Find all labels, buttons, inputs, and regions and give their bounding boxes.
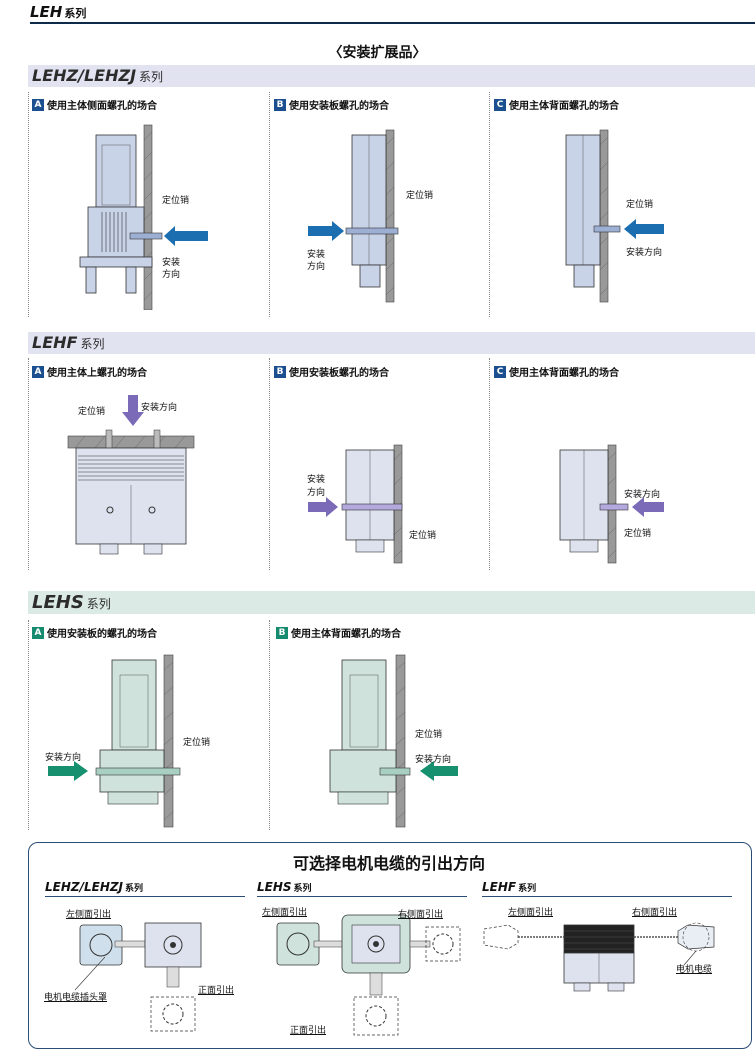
cable-lehf-drawing [483, 922, 715, 992]
cable-lehf-right: 右侧面引出 [632, 908, 678, 918]
cable-lehz-front: 正面引出 [198, 986, 235, 996]
lehs-b-drawing [329, 654, 458, 828]
lehz-c-dir: 安装方向 [626, 248, 663, 258]
cable-lehs-left: 左侧面引出 [262, 908, 308, 918]
lehs-a-drawing [48, 654, 181, 828]
rule [45, 896, 245, 897]
lehz-c-drawing [565, 129, 664, 303]
lehf-b-dir2: 方向 [307, 488, 326, 498]
divider [28, 92, 29, 317]
cable-title: 可选择电机电缆的引出方向 [292, 854, 485, 873]
lehs-a-pin: 定位销 [183, 738, 211, 748]
cable-lehz-left: 左侧面引出 [66, 910, 112, 920]
lehf-b-pin: 定位销 [409, 531, 437, 541]
lehz-a-dir1: 安装 [162, 258, 181, 268]
lehz-b-drawing [308, 129, 399, 303]
cable-lehs-front: 正面引出 [290, 1026, 327, 1036]
lehf-a-pin: 定位销 [78, 407, 106, 417]
cable-lehz-cover: 电机电缆插头罩 [44, 993, 108, 1003]
lehz-a-pin: 定位销 [162, 196, 190, 206]
lehz-b-dir1: 安装 [307, 250, 326, 260]
lehf-b-drawing [308, 444, 403, 564]
divider [28, 620, 29, 830]
lehf-a-drawing [67, 395, 195, 555]
divider [269, 92, 270, 317]
divider [269, 620, 270, 830]
divider [489, 92, 490, 317]
cable-lehf-left: 左侧面引出 [508, 908, 554, 918]
lehf-b-dir1: 安装 [307, 475, 326, 485]
lehf-a-dir: 安装方向 [141, 403, 178, 413]
lehz-b-pin: 定位销 [406, 191, 434, 201]
section-title: 〈安装扩展品〉 [328, 45, 427, 61]
divider [489, 358, 490, 570]
rule [257, 896, 467, 897]
divider [28, 358, 29, 570]
header-rule [30, 22, 755, 24]
lehz-a-dir2: 方向 [162, 270, 181, 280]
lehf-c-dir: 安装方向 [624, 490, 661, 500]
lehf-c-drawing [559, 444, 664, 564]
lehs-b-dir: 安装方向 [415, 755, 452, 765]
lehz-a-drawing [79, 124, 208, 310]
lehs-b-pin: 定位销 [415, 730, 443, 740]
cable-lehs-drawing [276, 914, 461, 1036]
lehf-c-pin: 定位销 [624, 529, 652, 539]
lehz-b-dir2: 方向 [307, 262, 326, 272]
lehz-c-pin: 定位销 [626, 200, 654, 210]
cable-direction-box [28, 842, 752, 1049]
lehs-a-dir: 安装方向 [45, 753, 82, 763]
rule [482, 896, 732, 897]
cable-lehs-right: 右侧面引出 [398, 910, 444, 920]
divider [269, 358, 270, 570]
cable-lehz-drawing [74, 922, 202, 1032]
cable-lehf-cable: 电机电缆 [676, 965, 713, 975]
